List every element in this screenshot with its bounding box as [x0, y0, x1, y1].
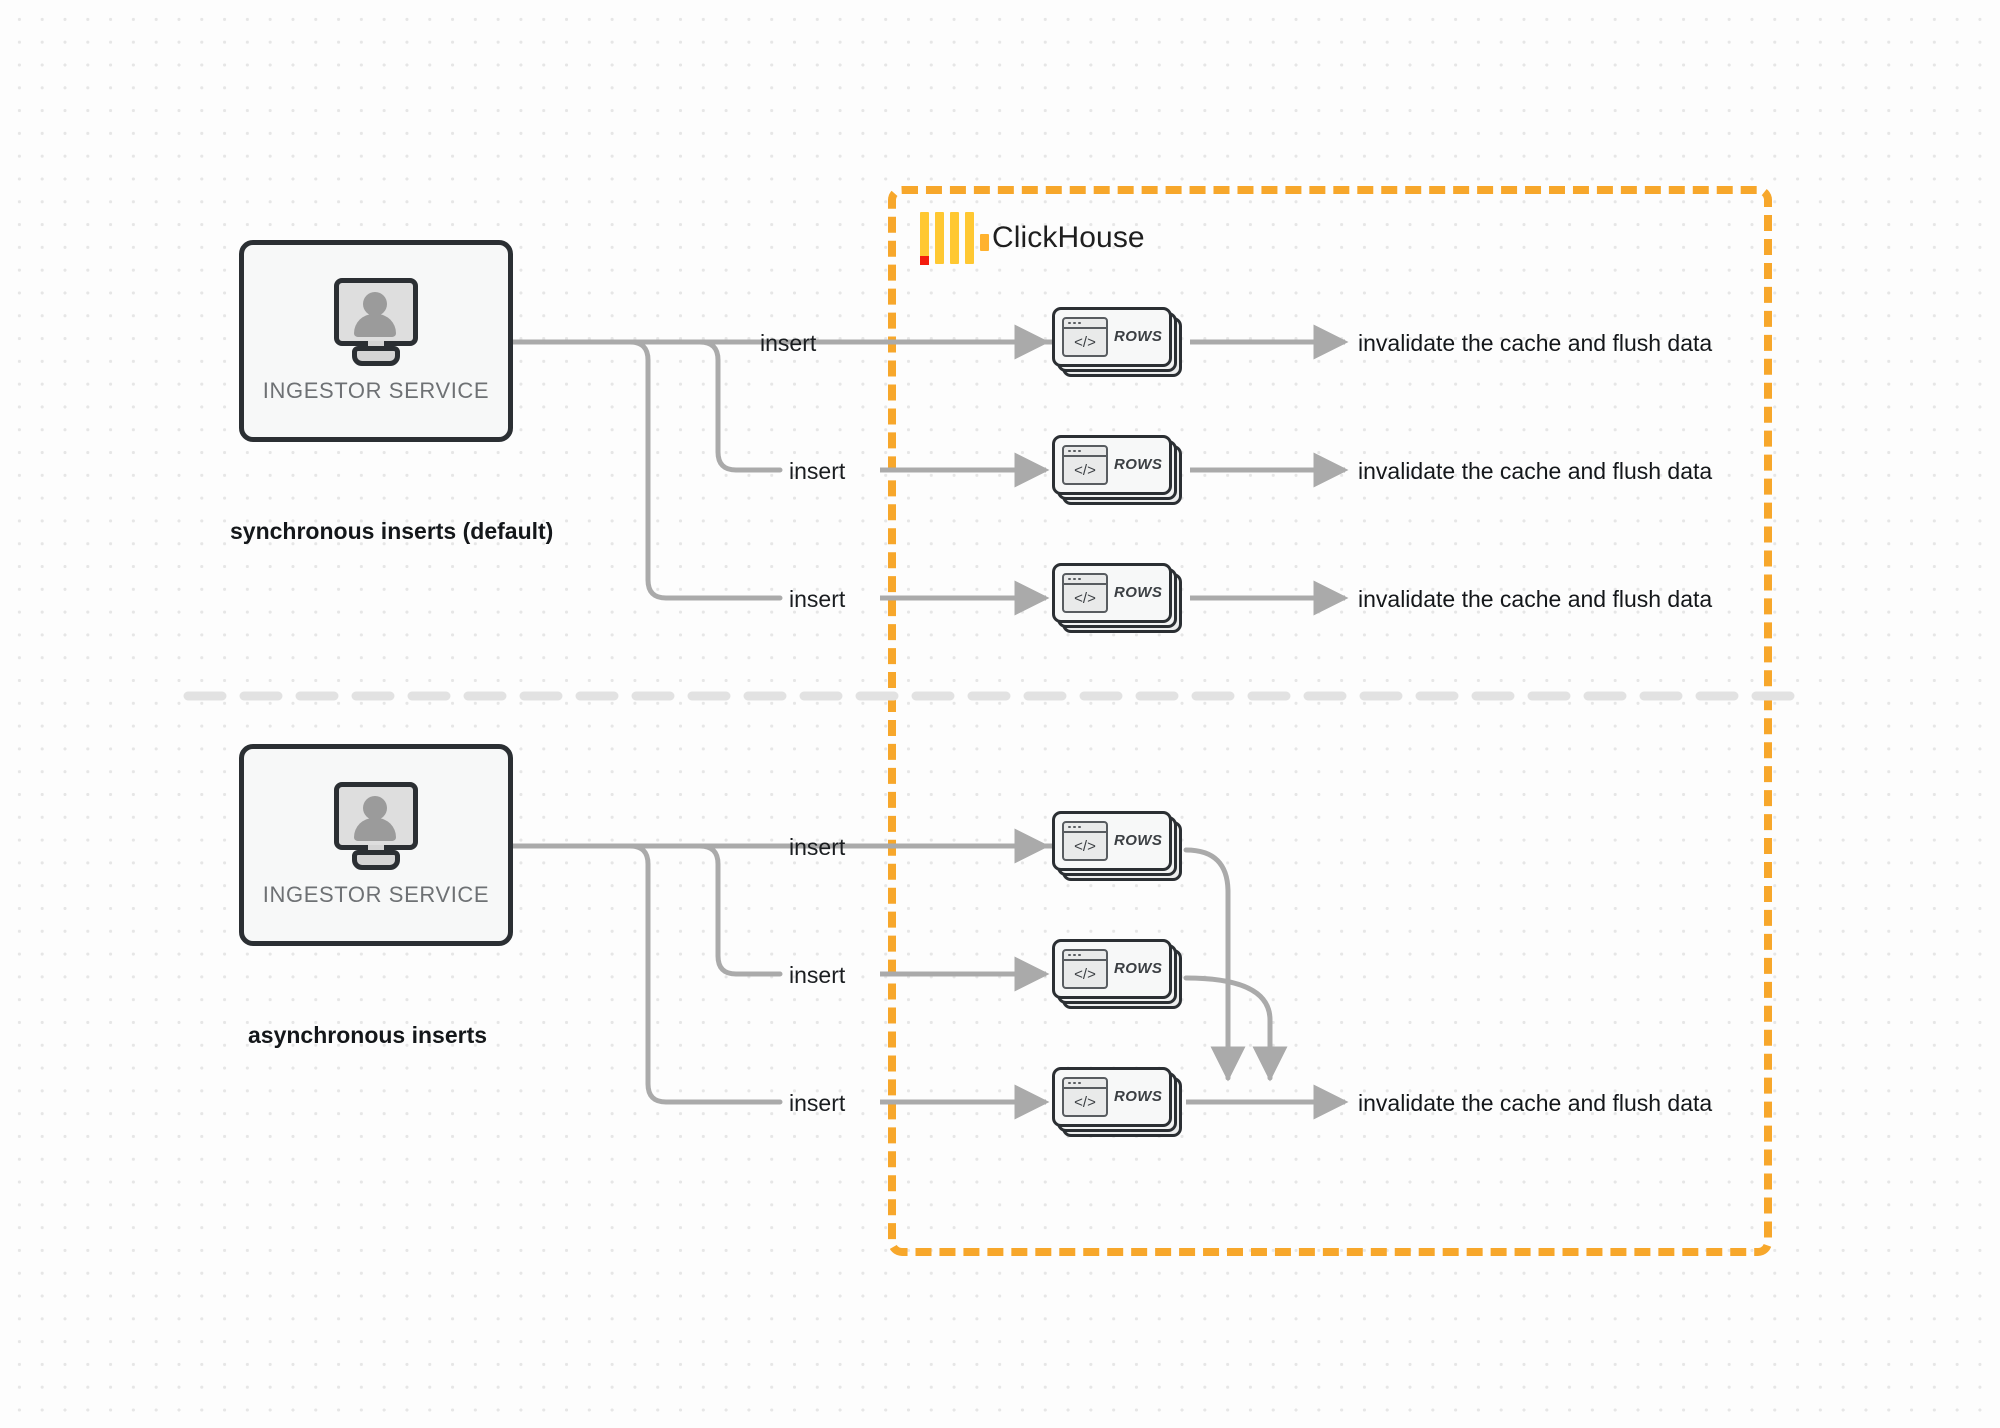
monitor-user-icon [328, 782, 424, 874]
code-window-icon: </> [1062, 1077, 1108, 1117]
section-label-asynchronous: asynchronous inserts [248, 1022, 488, 1048]
rows-card-label: ROWS [1114, 1088, 1163, 1105]
insert-label-sync-2: insert [789, 458, 846, 484]
rows-card-label: ROWS [1114, 832, 1163, 849]
clickhouse-logo [920, 212, 989, 265]
code-window-icon: </> [1062, 949, 1108, 989]
code-window-icon: </> [1062, 445, 1108, 485]
rows-card-sync-2[interactable]: </> ROWS [1052, 435, 1182, 505]
result-label-sync-1: invalidate the cache and flush data [1358, 330, 1713, 356]
rows-card-sync-3[interactable]: </> ROWS [1052, 563, 1182, 633]
rows-card-label: ROWS [1114, 584, 1163, 601]
clickhouse-title: ClickHouse [992, 221, 1145, 254]
section-label-synchronous: synchronous inserts (default) [230, 518, 554, 544]
rows-card-async-3[interactable]: </> ROWS [1052, 1067, 1182, 1137]
ingestor-service-async[interactable]: INGESTOR SERVICE [239, 744, 513, 946]
rows-card-label: ROWS [1114, 960, 1163, 977]
result-label-async: invalidate the cache and flush data [1358, 1090, 1713, 1116]
code-window-icon: </> [1062, 317, 1108, 357]
code-window-icon: </> [1062, 821, 1108, 861]
ingestor-service-sync[interactable]: INGESTOR SERVICE [239, 240, 513, 442]
code-window-icon: </> [1062, 573, 1108, 613]
clickhouse-boundary [888, 186, 1772, 1256]
insert-label-sync-1: insert [760, 330, 817, 356]
insert-label-sync-3: insert [789, 586, 846, 612]
rows-card-label: ROWS [1114, 456, 1163, 473]
monitor-user-icon [328, 278, 424, 370]
clickhouse-header: ClickHouse [920, 212, 1145, 265]
insert-label-async-1: insert [789, 834, 846, 860]
result-label-sync-3: invalidate the cache and flush data [1358, 586, 1713, 612]
insert-label-async-2: insert [789, 962, 846, 988]
rows-card-async-2[interactable]: </> ROWS [1052, 939, 1182, 1009]
ingestor-service-label: INGESTOR SERVICE [262, 882, 490, 907]
rows-card-label: ROWS [1114, 328, 1163, 345]
ingestor-service-label: INGESTOR SERVICE [262, 378, 490, 403]
rows-card-async-1[interactable]: </> ROWS [1052, 811, 1182, 881]
rows-card-sync-1[interactable]: </> ROWS [1052, 307, 1182, 377]
result-label-sync-2: invalidate the cache and flush data [1358, 458, 1713, 484]
insert-label-async-3: insert [789, 1090, 846, 1116]
